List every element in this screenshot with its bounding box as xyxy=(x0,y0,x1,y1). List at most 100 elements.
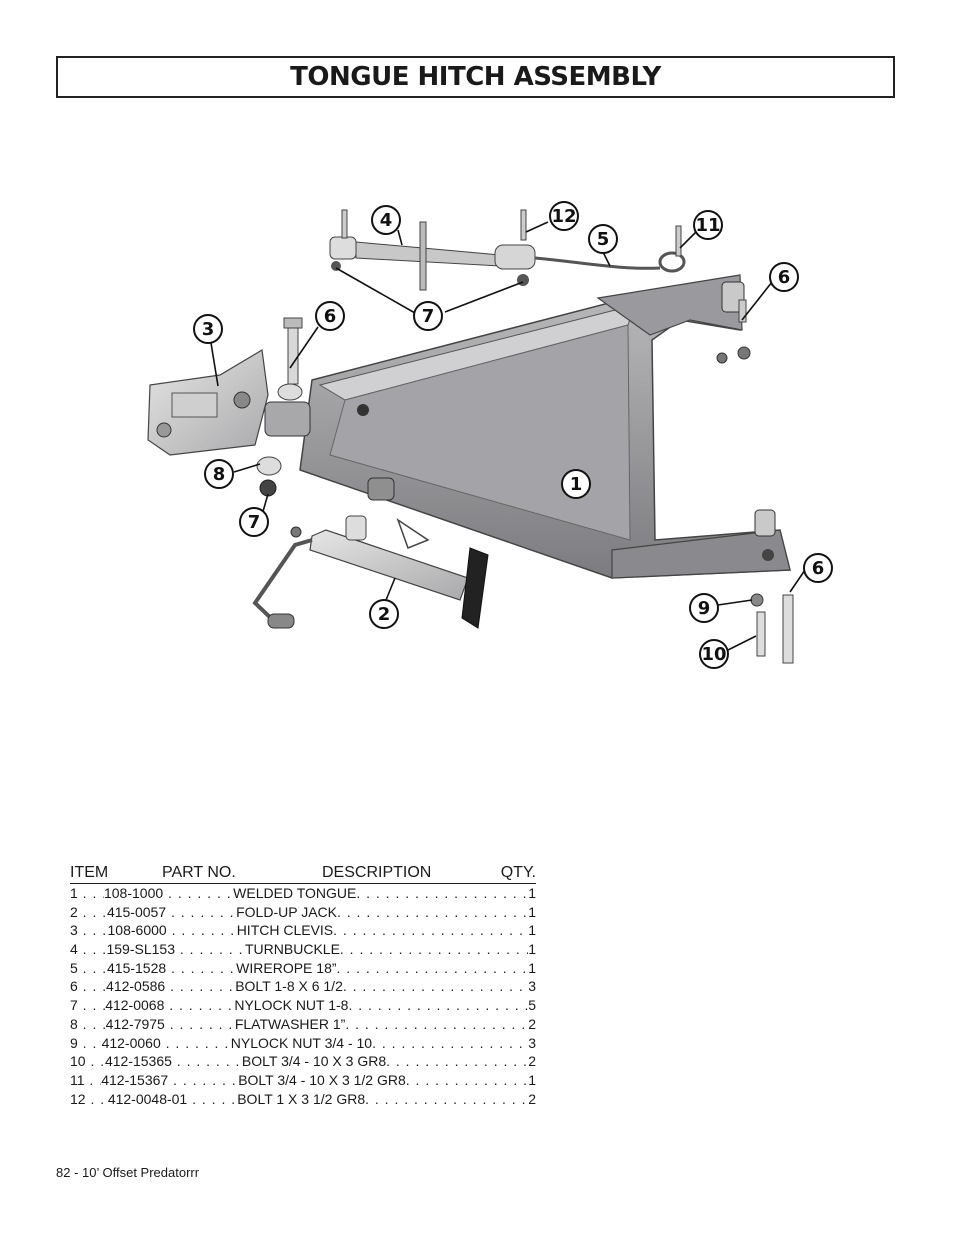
row-qty: 1 xyxy=(528,959,536,976)
parts-list: ITEM PART NO. DESCRIPTION QTY. 1 . . . .… xyxy=(70,864,536,1108)
svg-text:9: 9 xyxy=(698,598,711,619)
table-row: 6 . . . . . .412-0586 . . . . . . . . . … xyxy=(70,978,536,995)
row-description: NYLOCK NUT 3/4 - 10 xyxy=(230,1034,373,1051)
row-part-no: 412-0048-01 xyxy=(107,1090,188,1107)
row-qty: 3 xyxy=(528,978,536,995)
callout-10: 10 xyxy=(699,639,729,669)
svg-text:5: 5 xyxy=(597,229,610,250)
row-qty: 1 xyxy=(528,922,536,939)
page-title-box: TONGUE HITCH ASSEMBLY xyxy=(56,56,895,98)
row-item: 9 xyxy=(70,1034,78,1051)
hardware xyxy=(256,261,794,664)
callout-6: 6 xyxy=(315,301,345,331)
fold-up-jack xyxy=(252,515,489,629)
row-part-no: 415-1528 xyxy=(107,959,167,976)
svg-text:6: 6 xyxy=(324,306,337,327)
svg-text:2: 2 xyxy=(378,604,391,625)
callout-12: 12 xyxy=(549,201,579,231)
table-row: 8 . . . . . .412-7975 . . . . . . . . . … xyxy=(70,1015,536,1032)
table-row: 5 . . . . . .415-1528 . . . . . . . . . … xyxy=(70,959,536,976)
row-description: FOLD-UP JACK xyxy=(236,903,337,920)
svg-text:6: 6 xyxy=(812,558,825,579)
row-qty: 1 xyxy=(528,885,536,901)
page-footer: 82 - 10’ Offset Predatorrr xyxy=(56,1165,200,1180)
table-row: 10 . . . . . .412-15365 . . . . . . . . … xyxy=(70,1053,536,1070)
callout-11: 11 xyxy=(693,210,723,240)
callout-9: 9 xyxy=(689,593,719,623)
svg-text:8: 8 xyxy=(213,464,226,485)
row-qty: 2 xyxy=(528,1090,536,1107)
callout-3: 3 xyxy=(193,314,223,344)
parts-list-rows: 1 . . . . . .108-1000 . . . . . . . . . … xyxy=(70,884,536,1108)
svg-text:6: 6 xyxy=(778,267,791,288)
table-row: 2 . . . . . .415-0057 . . . . . . . . . … xyxy=(70,903,536,920)
row-item: 10 xyxy=(70,1053,86,1070)
parts-list-header: ITEM PART NO. DESCRIPTION QTY. xyxy=(70,864,536,884)
table-row: 4 . . . . . .159-SL153 . . . . . . . . .… xyxy=(70,941,536,958)
header-qty: QTY. xyxy=(500,864,536,881)
callout-2: 2 xyxy=(369,599,399,629)
header-description: DESCRIPTION xyxy=(322,864,432,881)
row-item: 5 xyxy=(70,959,78,976)
row-item: 4 xyxy=(70,941,78,958)
table-row: 1 . . . . . .108-1000 . . . . . . . . . … xyxy=(70,885,536,901)
callout-7: 7 xyxy=(239,507,269,537)
row-part-no: 415-0057 xyxy=(106,903,167,920)
row-item: 6 xyxy=(70,978,78,995)
table-row: 7 . . . . . .412-0068 . . . . . . . . . … xyxy=(70,997,536,1014)
svg-text:10: 10 xyxy=(701,644,726,665)
row-qty: 3 xyxy=(528,1034,536,1051)
row-item: 7 xyxy=(70,997,78,1014)
row-description: WIREROPE 18” xyxy=(236,959,337,976)
row-description: BOLT 3/4 - 10 X 3 GR8 xyxy=(241,1053,387,1070)
row-qty: 1 xyxy=(528,903,536,920)
callout-4: 4 xyxy=(371,205,401,235)
row-part-no: 412-0060 xyxy=(101,1034,161,1051)
table-row: 12 . . . . . .412-0048-01 . . . . . . . … xyxy=(70,1090,536,1107)
row-item: 1 xyxy=(70,885,78,901)
row-description: NYLOCK NUT 1-8 xyxy=(234,997,349,1014)
callout-6: 6 xyxy=(803,553,833,583)
header-item: ITEM xyxy=(70,864,109,881)
row-item: 11 xyxy=(70,1071,85,1088)
row-description: WELDED TONGUE xyxy=(233,885,357,901)
row-part-no: 108-6000 xyxy=(107,922,167,939)
row-part-no: 412-7975 xyxy=(105,1015,165,1032)
row-part-no: 412-15367 xyxy=(101,1071,169,1088)
callout-8: 8 xyxy=(204,459,234,489)
row-item: 3 xyxy=(70,922,78,939)
callout-1: 1 xyxy=(561,469,591,499)
table-row: 3 . . . . . .108-6000 . . . . . . . . . … xyxy=(70,922,536,939)
header-part-no: PART NO. xyxy=(162,864,236,881)
row-qty: 1 xyxy=(528,941,536,958)
table-row: 11 . . . . . .412-15367 . . . . . . . . … xyxy=(70,1071,536,1088)
callout-7: 7 xyxy=(413,301,443,331)
row-part-no: 412-0068 xyxy=(105,997,165,1014)
row-description: FLATWASHER 1” xyxy=(234,1015,346,1032)
row-description: HITCH CLEVIS xyxy=(236,922,334,939)
hitch-clevis xyxy=(147,349,269,456)
svg-text:4: 4 xyxy=(380,210,393,231)
row-qty: 1 xyxy=(528,1071,536,1088)
svg-text:12: 12 xyxy=(551,206,576,227)
row-qty: 5 xyxy=(528,997,536,1014)
welded-tongue xyxy=(264,274,791,579)
row-part-no: 412-15365 xyxy=(104,1053,172,1070)
callout-6: 6 xyxy=(769,262,799,292)
svg-text:7: 7 xyxy=(248,512,261,533)
row-description: TURNBUCKLE xyxy=(245,941,340,958)
table-row: 9 . . . . . .412-0060 . . . . . . . . . … xyxy=(70,1034,536,1051)
turnbuckle xyxy=(329,209,536,291)
row-description: BOLT 1 X 3 1/2 GR8 xyxy=(237,1090,366,1107)
page-title: TONGUE HITCH ASSEMBLY xyxy=(290,62,661,92)
row-qty: 2 xyxy=(528,1015,536,1032)
row-item: 12 xyxy=(70,1090,86,1107)
row-description: BOLT 3/4 - 10 X 3 1/2 GR8 xyxy=(238,1071,406,1088)
svg-text:7: 7 xyxy=(422,306,435,327)
row-item: 8 xyxy=(70,1015,78,1032)
row-part-no: 412-0586 xyxy=(106,978,166,995)
row-part-no: 159-SL153 xyxy=(106,941,175,958)
row-qty: 2 xyxy=(528,1053,536,1070)
